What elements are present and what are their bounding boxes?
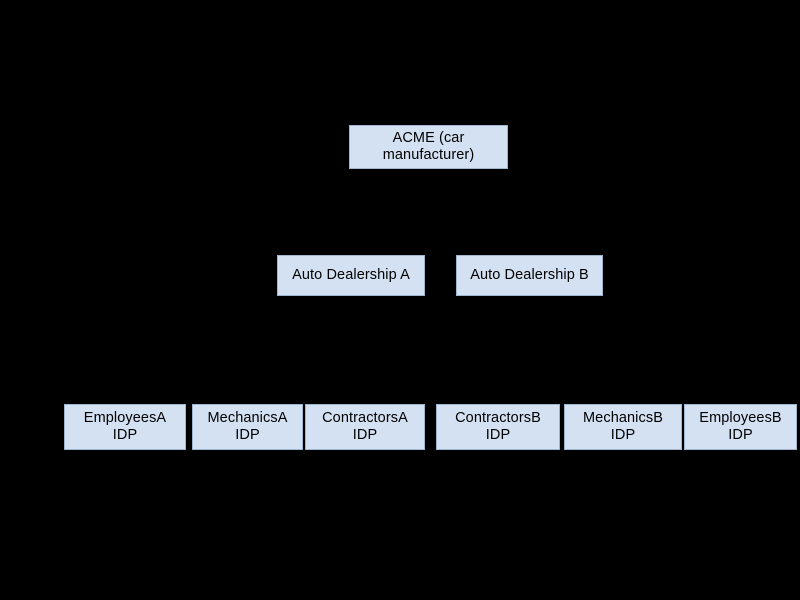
- node-employeesa-idp[interactable]: EmployeesA IDP: [64, 404, 186, 450]
- node-label: ACME (car manufacturer): [382, 129, 475, 163]
- connector-dealership-a-to-mechanicsa-idp: [247, 296, 352, 404]
- connector-acme-to-dealership-b: [428, 169, 530, 255]
- node-employeesb-idp[interactable]: EmployeesB IDP: [684, 404, 797, 450]
- connector-dealership-a-to-contractorsa-idp: [350, 296, 366, 404]
- node-contractorsb-idp[interactable]: ContractorsB IDP: [436, 404, 560, 450]
- connector-dealership-b-to-employeesb-idp: [529, 296, 741, 404]
- node-label: Auto Dealership A: [292, 266, 410, 283]
- node-acme[interactable]: ACME (car manufacturer): [349, 125, 508, 169]
- connector-dealership-a-to-employeesa-idp: [124, 296, 352, 404]
- connector-dealership-b-to-contractorsb-idp: [497, 296, 530, 404]
- node-label: EmployeesB IDP: [699, 409, 782, 443]
- node-label: Auto Dealership B: [470, 266, 589, 283]
- node-label: ContractorsA IDP: [322, 409, 408, 443]
- node-label: EmployeesA IDP: [83, 409, 167, 443]
- node-dealership-b[interactable]: Auto Dealership B: [456, 255, 603, 296]
- node-contractorsa-idp[interactable]: ContractorsA IDP: [305, 404, 425, 450]
- node-mechanicsb-idp[interactable]: MechanicsB IDP: [564, 404, 682, 450]
- node-dealership-a[interactable]: Auto Dealership A: [277, 255, 425, 296]
- node-mechanicsa-idp[interactable]: MechanicsA IDP: [192, 404, 303, 450]
- node-label: ContractorsB IDP: [455, 409, 541, 443]
- node-label: MechanicsB IDP: [583, 409, 663, 443]
- connector-dealership-b-to-mechanicsb-idp: [529, 296, 624, 404]
- connector-acme-to-dealership-a: [350, 169, 429, 255]
- node-label: MechanicsA IDP: [207, 409, 288, 443]
